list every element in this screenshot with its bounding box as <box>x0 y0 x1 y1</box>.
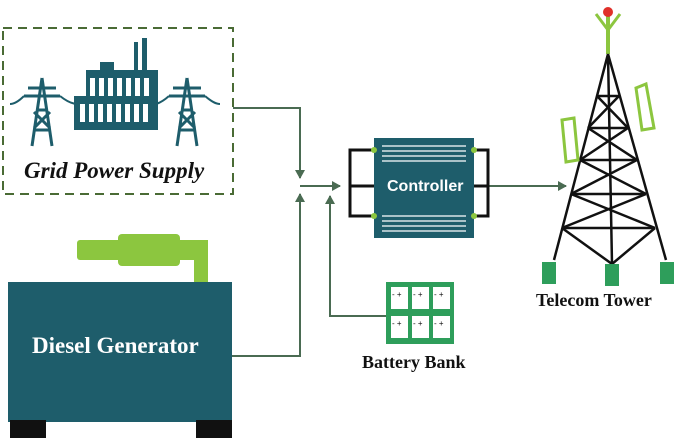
power-pylon-icon <box>149 77 221 147</box>
diesel-generator-label: Diesel Generator <box>32 333 199 358</box>
battery-cell-label: - + <box>392 290 402 299</box>
controller-label: Controller <box>387 178 464 195</box>
telecom-tower-icon <box>542 7 674 286</box>
battery-cell-label: - + <box>434 319 444 328</box>
power-plant-icon <box>74 38 158 130</box>
battery-bank-label: Battery Bank <box>362 352 466 372</box>
controller-box <box>348 138 490 238</box>
battery-cell-label: - + <box>413 290 423 299</box>
grid-power-supply-label: Grid Power Supply <box>24 158 205 183</box>
battery-cell-label: - + <box>413 319 423 328</box>
grid-power-box <box>2 27 234 195</box>
telecom-tower-label: Telecom Tower <box>536 290 652 310</box>
battery-bank-icon: - + - + - + - + - + - + <box>386 282 454 344</box>
battery-cell-label: - + <box>392 319 402 328</box>
diesel-generator-icon <box>8 234 232 438</box>
battery-cell-label: - + <box>434 290 444 299</box>
connection-lines <box>232 107 567 357</box>
